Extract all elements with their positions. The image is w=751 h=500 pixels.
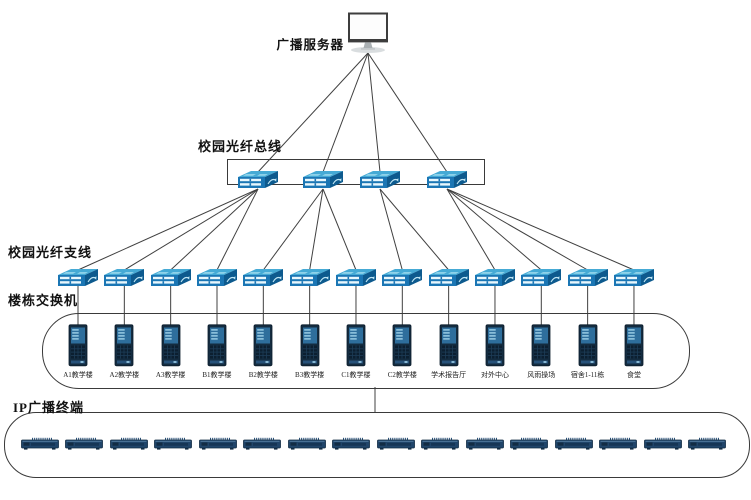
backbone-switch-icon: [300, 169, 346, 196]
terminal-icon: [198, 437, 237, 455]
building-tower-icon: [439, 324, 459, 373]
terminal-icon: [21, 437, 59, 455]
terminal-icon: [643, 437, 682, 455]
building-label: 学术报告厅: [431, 371, 467, 379]
building-tower-icon: [207, 324, 227, 373]
building-label: C2教学楼: [387, 371, 417, 379]
building-tower-icon: [114, 324, 134, 373]
building-tower-icon: [624, 324, 644, 373]
branch-switch-icon: [101, 267, 147, 294]
terminal-icon: [688, 437, 726, 455]
building-tower-icon: [578, 324, 598, 373]
fiber-backbone-box: [227, 159, 485, 185]
building-tower-icon: [68, 324, 88, 373]
terminal-icon: [65, 437, 104, 455]
building-tower-icon: [392, 324, 412, 373]
building-switch-group: [42, 313, 690, 389]
building-label: B3教学楼: [295, 371, 325, 379]
broadcast-server-monitor-icon: [341, 12, 395, 61]
terminal-icon: [510, 437, 549, 455]
fiber-backbone-label: 校园光纤总线: [198, 139, 283, 154]
terminal-icon: [287, 437, 326, 455]
fiber-branch-label: 校园光纤支线: [8, 245, 93, 260]
backbone-switch-icon: [357, 169, 403, 196]
building-switch-label: 楼栋交换机: [8, 293, 79, 308]
backbone-switch-icon: [424, 169, 470, 196]
terminal-icon: [154, 437, 193, 455]
building-tower-icon: [346, 324, 366, 373]
branch-switch-icon: [565, 267, 611, 294]
terminal-icon: [110, 437, 148, 455]
branch-switch-icon: [240, 267, 286, 294]
branch-switch-icon: [333, 267, 379, 294]
building-label: B1教学楼: [202, 371, 232, 379]
building-tower-icon: [300, 324, 320, 373]
broadcast-server-label: 广播服务器: [276, 38, 344, 52]
building-tower-icon: [531, 324, 551, 373]
building-tower-icon: [253, 324, 273, 373]
branch-switch-icon: [55, 267, 101, 294]
building-label: 食堂: [626, 371, 641, 379]
building-label: C1教学楼: [341, 371, 371, 379]
terminal-icon: [243, 437, 282, 455]
branch-switch-icon: [379, 267, 425, 294]
building-label: A1教学楼: [63, 371, 93, 379]
building-tower-icon: [161, 324, 181, 373]
ip-terminal-label: IP广播终端: [13, 400, 85, 415]
terminal-icon: [599, 437, 638, 455]
terminal-icon: [332, 437, 371, 455]
branch-switch-icon: [148, 267, 194, 294]
branch-switch-icon: [426, 267, 472, 294]
building-label: B2教学楼: [248, 371, 278, 379]
terminal-icon: [465, 437, 504, 455]
terminal-icon: [376, 437, 415, 455]
branch-switch-icon: [194, 267, 240, 294]
branch-switch-icon: [472, 267, 518, 294]
backbone-switch-icon: [235, 169, 281, 196]
ip-terminal-group: [4, 412, 750, 478]
building-label: 风雨操场: [527, 371, 556, 379]
building-label: 对外中心: [480, 371, 509, 379]
building-label: 宿舍1-11栋: [570, 371, 605, 379]
terminal-icon: [554, 437, 593, 455]
branch-switch-icon: [611, 267, 657, 294]
branch-switch-icon: [287, 267, 333, 294]
terminal-icon: [421, 437, 460, 455]
building-label: A2教学楼: [109, 371, 140, 379]
building-label: A3教学楼: [155, 371, 186, 379]
branch-switch-icon: [518, 267, 564, 294]
building-tower-icon: [485, 324, 505, 373]
